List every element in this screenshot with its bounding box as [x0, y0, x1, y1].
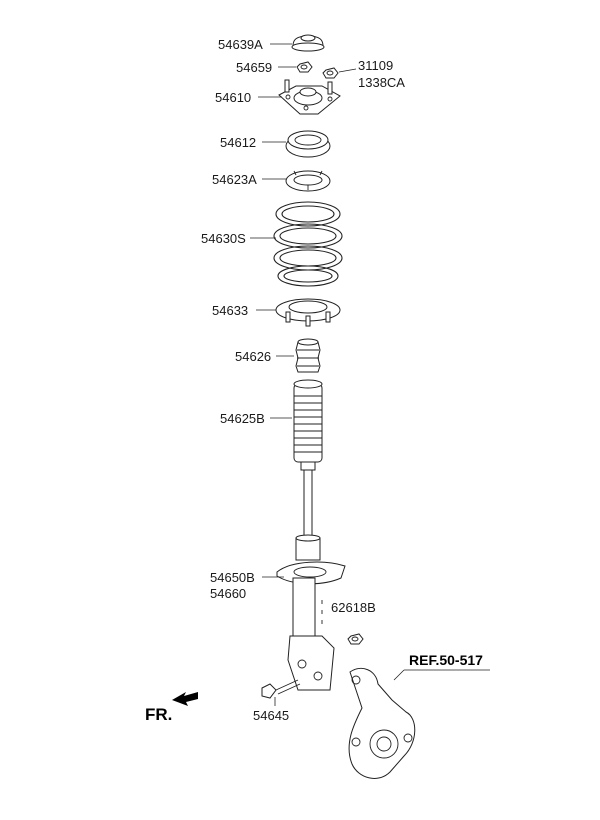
label-54659[interactable]: 54659 — [236, 60, 272, 75]
label-54645[interactable]: 54645 — [253, 708, 289, 723]
bearing-54612 — [285, 130, 331, 158]
nut-31109 — [322, 67, 339, 79]
label-54623A[interactable]: 54623A — [212, 172, 257, 187]
label-ref[interactable]: REF.50-517 — [409, 652, 483, 668]
label-54630S[interactable]: 54630S — [201, 231, 246, 246]
label-54633[interactable]: 54633 — [212, 303, 248, 318]
label-1338CA[interactable]: 1338CA — [358, 75, 405, 90]
label-54650B[interactable]: 54650B — [210, 570, 255, 585]
label-54626[interactable]: 54626 — [235, 349, 271, 364]
strut-54650B — [276, 461, 346, 691]
spring-seat-54623A — [285, 170, 331, 192]
dust-boot-54625B — [293, 379, 323, 463]
label-54612[interactable]: 54612 — [220, 135, 256, 150]
label-54625B[interactable]: 54625B — [220, 411, 265, 426]
label-62618B[interactable]: 62618B — [331, 600, 376, 615]
steering-knuckle — [348, 668, 416, 779]
label-54660[interactable]: 54660 — [210, 586, 246, 601]
label-31109[interactable]: 31109 — [358, 58, 393, 73]
nut-62618B — [347, 633, 364, 645]
cap-54639A — [291, 34, 325, 52]
front-arrow-icon — [172, 692, 198, 706]
lower-pad-54633 — [275, 298, 341, 327]
bump-stop-54626 — [295, 338, 321, 373]
label-54610[interactable]: 54610 — [215, 90, 251, 105]
label-54639A[interactable]: 54639A — [218, 37, 263, 52]
coil-spring-54630S — [273, 201, 343, 287]
bolt-54645 — [261, 679, 301, 699]
mount-54610 — [278, 79, 341, 115]
nut-54659 — [296, 61, 313, 73]
label-front: FR. — [145, 705, 172, 724]
